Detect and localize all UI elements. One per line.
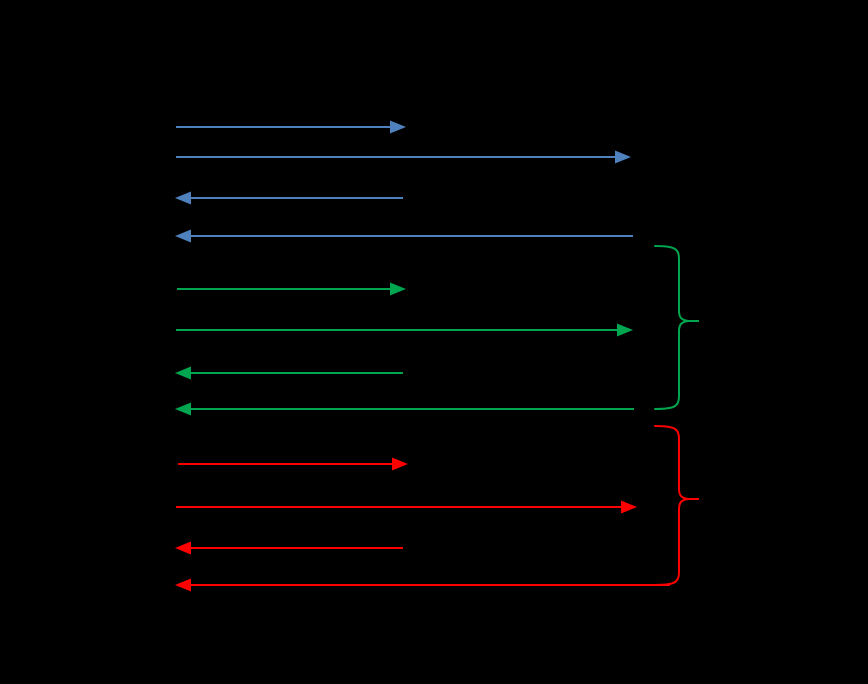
arrow-blue-short-right	[176, 120, 406, 134]
arrow-head-green-short-right	[390, 282, 406, 296]
green-group-brace	[654, 245, 699, 410]
arrow-red-short-left	[175, 541, 403, 555]
arrow-head-blue-long-left	[175, 229, 191, 243]
arrow-head-blue-long-right	[615, 150, 631, 164]
arrow-head-green-long-left	[175, 402, 191, 416]
arrow-green-long-right	[176, 323, 633, 337]
arrow-head-blue-short-right	[390, 120, 406, 134]
arrow-red-short-right	[178, 457, 408, 471]
arrow-head-blue-short-left	[175, 191, 191, 205]
arrow-blue-long-right	[176, 150, 631, 164]
red-group-brace	[654, 425, 699, 586]
arrow-blue-short-left	[175, 191, 403, 205]
arrow-head-red-short-right	[392, 457, 408, 471]
arrow-head-red-long-left	[175, 578, 191, 592]
red-group-brace-path	[654, 425, 689, 586]
arrow-green-short-right	[177, 282, 406, 296]
arrow-head-green-short-left	[175, 366, 191, 380]
arrow-green-short-left	[175, 366, 403, 380]
arrow-head-red-short-left	[175, 541, 191, 555]
arrow-blue-long-left	[175, 229, 633, 243]
green-group-brace-path	[654, 245, 689, 410]
arrow-green-long-left	[175, 402, 634, 416]
arrow-red-long-left	[175, 578, 670, 592]
arrow-head-green-long-right	[617, 323, 633, 337]
arrow-head-red-long-right	[621, 500, 637, 514]
arrow-red-long-right	[176, 500, 637, 514]
